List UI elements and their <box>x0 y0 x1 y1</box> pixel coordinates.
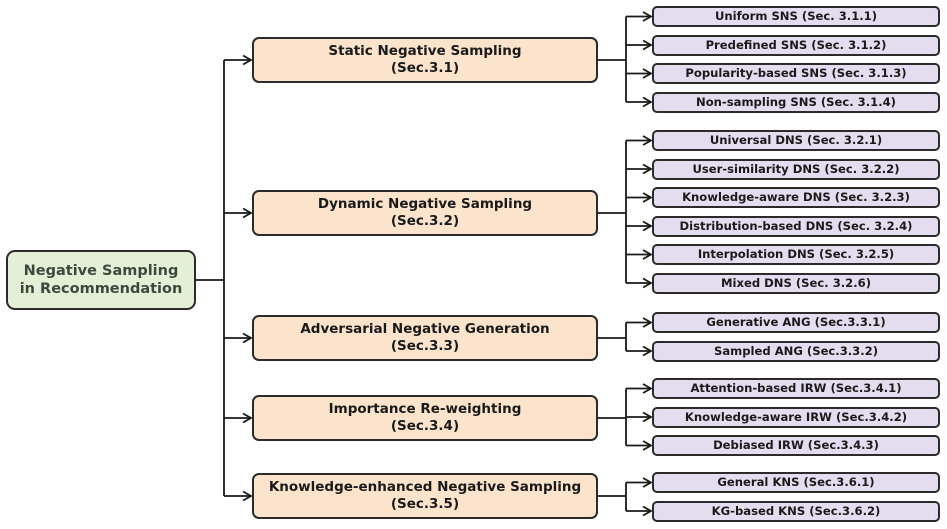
arrowhead <box>642 411 653 423</box>
category-section: (Sec.3.2) <box>390 213 460 229</box>
arrowhead <box>642 68 653 79</box>
arrowhead <box>642 440 653 451</box>
arrowhead <box>642 163 653 175</box>
leaf-node: Popularity-based SNS (Sec. 3.1.3) <box>652 63 940 84</box>
category-title: Knowledge-enhanced Negative Sampling <box>268 479 582 496</box>
category-node: Knowledge-enhanced Negative Sampling(Sec… <box>252 473 598 519</box>
arrowhead <box>642 96 653 108</box>
arrowhead <box>642 277 653 289</box>
category-title: Static Negative Sampling <box>328 43 522 60</box>
arrowhead <box>242 490 253 502</box>
leaf-node: Predefined SNS (Sec. 3.1.2) <box>652 34 940 56</box>
root-node: Negative Sampling in Recommendation <box>6 250 196 310</box>
category-section: (Sec.3.5) <box>390 496 460 512</box>
leaf-node: Mixed DNS (Sec. 3.2.6) <box>652 272 940 294</box>
arrowhead <box>642 383 653 394</box>
leaf-node: Uniform SNS (Sec. 3.1.1) <box>652 6 940 27</box>
category-section: (Sec.3.1) <box>390 60 460 76</box>
category-title: Adversarial Negative Generation <box>300 321 550 338</box>
arrowhead <box>642 505 653 517</box>
leaf-node: KG-based KNS (Sec.3.6.2) <box>652 500 940 522</box>
leaf-node: User-similarity DNS (Sec. 3.2.2) <box>652 158 940 180</box>
arrowhead <box>242 412 253 424</box>
arrowhead <box>242 54 253 66</box>
arrowhead <box>642 477 653 488</box>
category-node: Importance Re-weighting(Sec.3.4) <box>252 395 598 441</box>
leaf-node: Sampled ANG (Sec.3.3.2) <box>652 340 940 362</box>
category-section: (Sec.3.4) <box>390 418 460 434</box>
leaf-node: Generative ANG (Sec.3.3.1) <box>652 312 940 333</box>
leaf-node: Interpolation DNS (Sec. 3.2.5) <box>652 244 940 265</box>
arrowhead <box>642 317 653 328</box>
category-node: Adversarial Negative Generation(Sec.3.3) <box>252 315 598 361</box>
arrowhead <box>642 220 653 232</box>
category-section: (Sec.3.3) <box>390 338 460 354</box>
leaf-node: Non-sampling SNS (Sec. 3.1.4) <box>652 91 940 113</box>
arrowhead <box>642 135 653 146</box>
arrowhead <box>642 345 653 357</box>
leaf-node: Knowledge-aware IRW (Sec.3.4.2) <box>652 406 940 428</box>
leaf-node: Debiased IRW (Sec.3.4.3) <box>652 435 940 456</box>
arrowhead <box>642 39 653 51</box>
arrowhead <box>242 332 253 344</box>
leaf-node: Attention-based IRW (Sec.3.4.1) <box>652 378 940 399</box>
root-title-line1: Negative Sampling <box>23 262 179 279</box>
leaf-node: Universal DNS (Sec. 3.2.1) <box>652 130 940 151</box>
arrowhead <box>642 11 653 22</box>
category-node: Static Negative Sampling(Sec.3.1) <box>252 37 598 83</box>
category-title: Importance Re-weighting <box>328 401 522 418</box>
arrowhead <box>642 192 653 203</box>
category-title: Dynamic Negative Sampling <box>317 196 533 213</box>
leaf-node: Distribution-based DNS (Sec. 3.2.4) <box>652 215 940 237</box>
category-node: Dynamic Negative Sampling(Sec.3.2) <box>252 190 598 236</box>
leaf-node: Knowledge-aware DNS (Sec. 3.2.3) <box>652 187 940 208</box>
leaf-node: General KNS (Sec.3.6.1) <box>652 472 940 493</box>
arrowhead <box>642 249 653 260</box>
arrowhead <box>242 207 253 219</box>
root-title-line2: in Recommendation <box>19 281 183 297</box>
